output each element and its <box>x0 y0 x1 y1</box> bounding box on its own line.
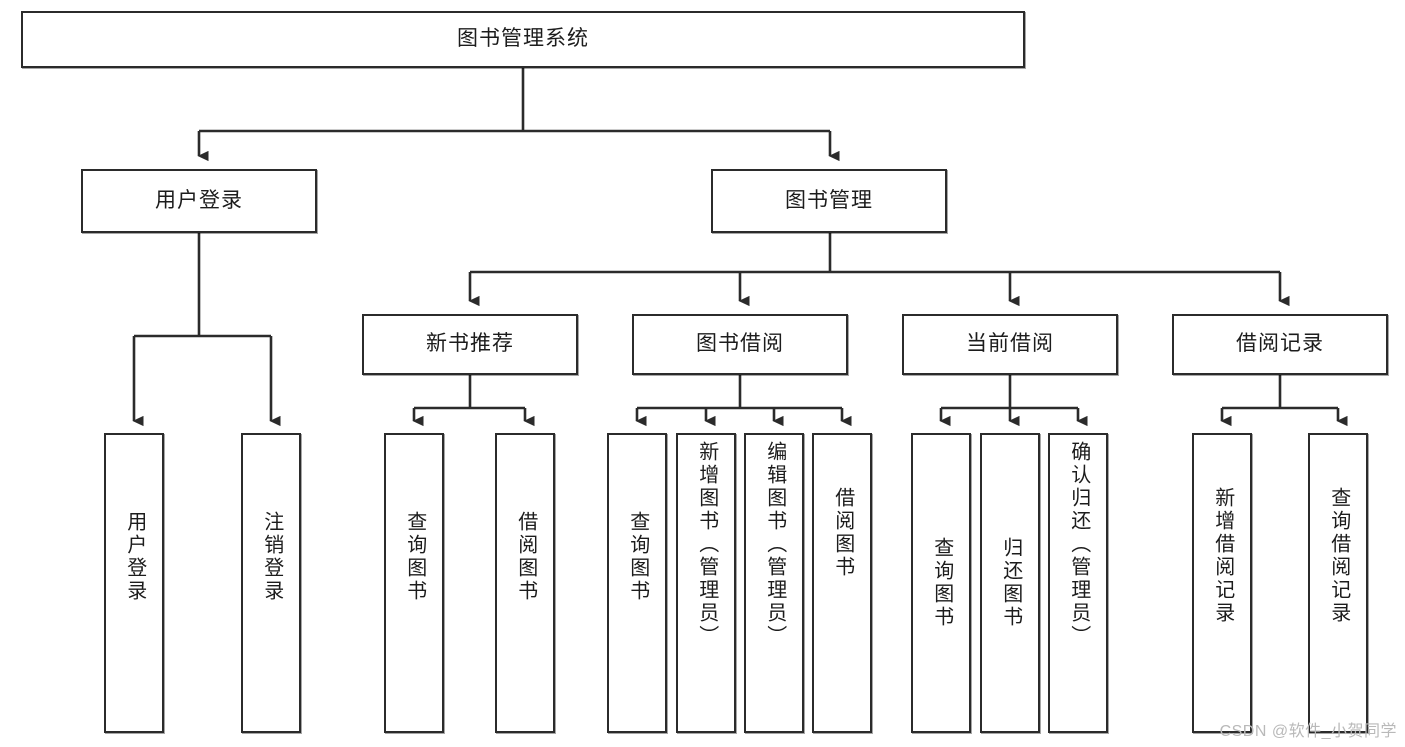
leaf-record-add[interactable]: 新增借阅记录 <box>1192 433 1252 733</box>
watermark: CSDN @软件_小贺同学 <box>1219 723 1397 740</box>
leaf-label: 查询图书 <box>626 511 649 603</box>
node-user-login-label: 用户登录 <box>155 188 243 212</box>
leaf-user-login-signout[interactable]: 注销登录 <box>241 433 301 733</box>
node-borrow-record-label: 借阅记录 <box>1236 332 1324 356</box>
leaf-label: 新增图书（管理员） <box>695 441 718 648</box>
node-book-borrow[interactable]: 图书借阅 <box>632 314 848 375</box>
leaf-label: 借阅图书 <box>514 511 537 603</box>
node-new-book-recommend[interactable]: 新书推荐 <box>362 314 578 375</box>
leaf-borrow-query-book[interactable]: 查询图书 <box>607 433 667 733</box>
leaf-label: 查询图书 <box>930 537 953 629</box>
leaf-label: 注销登录 <box>260 511 283 603</box>
node-borrow-record[interactable]: 借阅记录 <box>1172 314 1388 375</box>
node-book-management-label: 图书管理 <box>785 188 873 212</box>
leaf-user-login-signin[interactable]: 用户登录 <box>104 433 164 733</box>
leaf-label: 归还图书 <box>999 537 1022 629</box>
leaf-borrow-borrow-book[interactable]: 借阅图书 <box>812 433 872 733</box>
leaf-label: 用户登录 <box>123 511 146 603</box>
leaf-borrow-edit-book[interactable]: 编辑图书（管理员） <box>744 433 804 733</box>
leaf-label: 查询图书 <box>403 511 426 603</box>
leaf-borrow-add-book[interactable]: 新增图书（管理员） <box>676 433 736 733</box>
leaf-label: 查询借阅记录 <box>1327 487 1350 625</box>
node-book-borrow-label: 图书借阅 <box>696 332 784 356</box>
leaf-current-confirm-return[interactable]: 确认归还（管理员） <box>1048 433 1108 733</box>
leaf-new-book-borrow[interactable]: 借阅图书 <box>495 433 555 733</box>
leaf-label: 新增借阅记录 <box>1211 487 1234 625</box>
node-root-label: 图书管理系统 <box>457 27 589 51</box>
leaf-label: 编辑图书（管理员） <box>763 441 786 648</box>
node-user-login[interactable]: 用户登录 <box>81 169 317 233</box>
node-new-book-recommend-label: 新书推荐 <box>426 332 514 356</box>
leaf-label: 借阅图书 <box>831 487 854 579</box>
node-book-management[interactable]: 图书管理 <box>711 169 947 233</box>
leaf-current-query-book[interactable]: 查询图书 <box>911 433 971 733</box>
node-current-borrow-label: 当前借阅 <box>966 332 1054 356</box>
leaf-current-return-book[interactable]: 归还图书 <box>980 433 1040 733</box>
node-current-borrow[interactable]: 当前借阅 <box>902 314 1118 375</box>
leaf-new-book-query[interactable]: 查询图书 <box>384 433 444 733</box>
leaf-label: 确认归还（管理员） <box>1067 441 1090 648</box>
leaf-record-query[interactable]: 查询借阅记录 <box>1308 433 1368 733</box>
node-root[interactable]: 图书管理系统 <box>21 11 1025 68</box>
